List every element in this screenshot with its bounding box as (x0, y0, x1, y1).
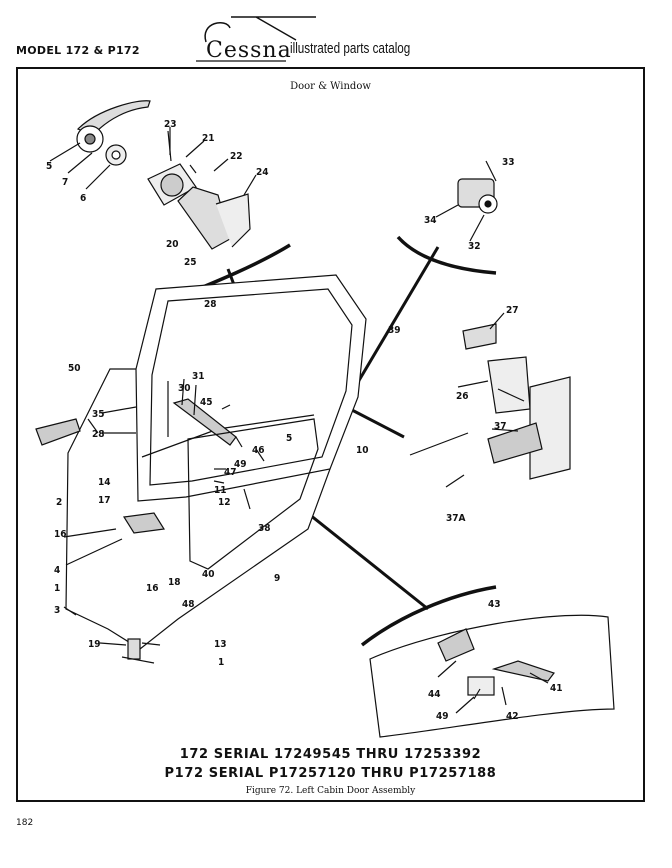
callout-5b: 5 (286, 433, 292, 444)
callout-42: 42 (506, 711, 519, 722)
callout-24: 24 (256, 167, 269, 178)
callout-18: 18 (168, 577, 181, 588)
callout-44: 44 (428, 689, 441, 700)
callout-7: 7 (62, 177, 68, 188)
callout-45: 45 (200, 397, 213, 408)
page-number: 182 (16, 818, 34, 828)
callout-20: 20 (166, 239, 179, 250)
callout-5: 5 (46, 161, 52, 172)
callout-15: 16 (54, 529, 67, 540)
callout-40: 39 (388, 325, 401, 336)
callout-11: 11 (214, 485, 227, 496)
callout-3: 3 (54, 605, 60, 616)
callout-48: 48 (182, 599, 195, 610)
callout-27: 27 (506, 305, 519, 316)
serial-line-2: P172 SERIAL P17257120 THRU P17257188 (164, 766, 497, 781)
callout-numbers: 5 7 6 23 21 22 24 20 25 33 34 32 28 27 3… (46, 119, 563, 722)
callout-50: 50 (68, 363, 81, 374)
callout-14: 14 (98, 477, 111, 488)
serial-line-1: 172 SERIAL 17249545 THRU 17253392 (179, 747, 482, 762)
brand-wordmark: Cessna (206, 38, 292, 63)
callout-25: 25 (184, 257, 197, 268)
callout-49: 49 (234, 459, 247, 470)
callout-37a: 37A (446, 513, 466, 524)
callout-10: 10 (356, 445, 369, 456)
callout-21: 21 (202, 133, 215, 144)
callout-19: 19 (88, 639, 101, 650)
callout-37: 37 (494, 421, 507, 432)
callout-6: 6 (80, 193, 86, 204)
callout-26: 26 (456, 391, 469, 402)
callout-4: 4 (54, 565, 60, 576)
figure-caption: Figure 72. Left Cabin Door Assembly (245, 786, 416, 796)
callout-16: 16 (146, 583, 159, 594)
callout-47: 47 (224, 467, 237, 478)
callout-46: 46 (252, 445, 265, 456)
callout-28: 28 (204, 299, 217, 310)
callout-12: 12 (218, 497, 231, 508)
callout-30: 28 (92, 429, 105, 440)
catalog-label: illustrated parts catalog (290, 40, 411, 57)
model-label: MODEL 172 & P172 (16, 44, 140, 57)
callout-1b: 1 (218, 657, 224, 668)
callout-1a: 1 (54, 583, 60, 594)
callout-9: 9 (274, 573, 280, 584)
line-art (35, 100, 615, 738)
callout-22: 22 (230, 151, 243, 162)
callout-2: 2 (56, 497, 62, 508)
callout-39: 40 (202, 569, 215, 580)
callout-36: 34 (424, 215, 437, 226)
callout-41: 41 (550, 683, 563, 694)
callout-17: 17 (98, 495, 111, 506)
callout-23: 23 (164, 119, 177, 130)
callout-49b: 49 (436, 711, 449, 722)
callout-43: 43 (488, 599, 501, 610)
cessna-logo: Cessna (186, 14, 396, 64)
callout-32: 31 (192, 371, 205, 382)
callout-34: 32 (468, 241, 481, 252)
callout-31: 30 (178, 383, 191, 394)
door-exploded-diagram: 5 7 6 23 21 22 24 20 25 33 34 32 28 27 3… (35, 100, 615, 738)
callout-35: 33 (502, 157, 515, 168)
callout-33: 35 (92, 409, 105, 420)
callout-13: 13 (214, 639, 227, 650)
section-title: Door & Window (290, 81, 371, 92)
callout-38: 38 (258, 523, 271, 534)
figure-frame: Door & Window (16, 67, 645, 802)
